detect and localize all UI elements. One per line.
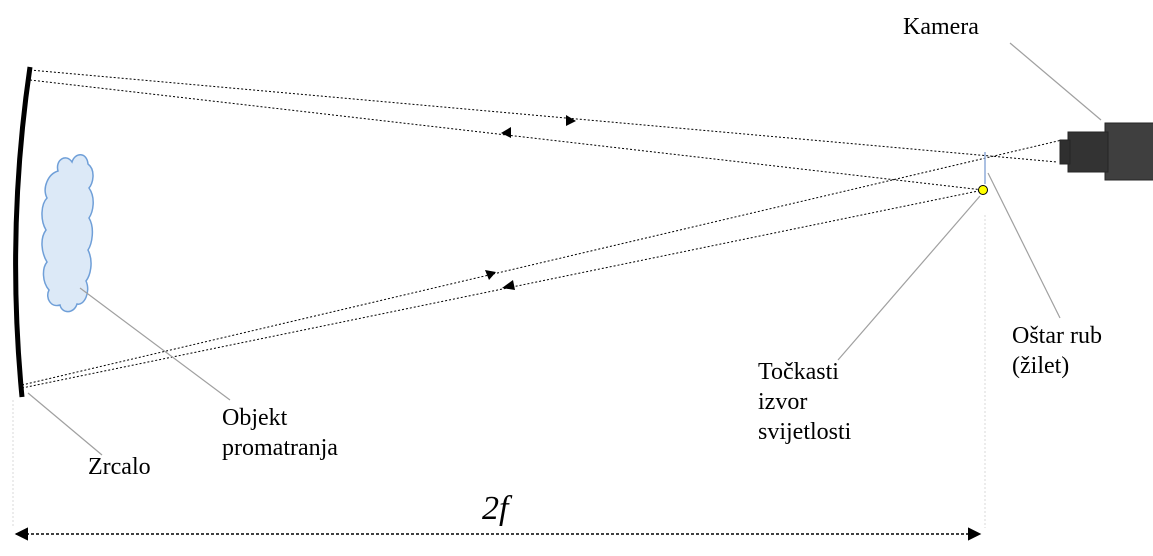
knife-edge-label: Oštar rub (žilet) (1012, 321, 1102, 381)
light-source-label-line-2: izvor (758, 389, 808, 415)
object-label-line-1: Objekt (222, 405, 288, 431)
object-label: Objekt promatranja (222, 403, 338, 463)
ray-bottom-to-camera (21, 139, 1063, 386)
leader-object (79, 287, 231, 401)
ray-arrow-bottom-right (485, 270, 496, 280)
leader-knife-edge (987, 172, 1061, 319)
camera-label: Kamera (903, 14, 979, 40)
ray-bottom-from-source (21, 189, 984, 389)
knife-edge-label-line-1: Oštar rub (1012, 323, 1102, 349)
ray-arrow-bottom-left (502, 280, 515, 290)
leader-mirror (27, 392, 103, 456)
leader-camera (1009, 42, 1102, 121)
knife-edge-label-line-2: (žilet) (1012, 353, 1070, 379)
ray-arrow-top-left (501, 127, 511, 138)
mirror (13, 66, 33, 398)
ray-top-to-camera (29, 69, 1058, 163)
camera-icon (1059, 122, 1153, 181)
light-source-label-line-3: svijetlosti (758, 419, 852, 445)
leader-source (837, 195, 981, 361)
light-source-label: Točkasti izvor svijetlosti (758, 357, 851, 447)
ray-arrowheads (485, 115, 576, 290)
point-light-source-icon (978, 185, 988, 195)
light-rays (21, 69, 1063, 389)
leader-lines (27, 42, 1102, 456)
object-label-line-2: promatranja (222, 435, 338, 461)
cloud-object-icon (41, 154, 94, 313)
distance-label-2f: 2f (482, 490, 509, 527)
light-source-label-line-1: Točkasti (758, 359, 839, 385)
ray-arrow-top-right (566, 115, 576, 126)
mirror-label: Zrcalo (88, 454, 151, 480)
